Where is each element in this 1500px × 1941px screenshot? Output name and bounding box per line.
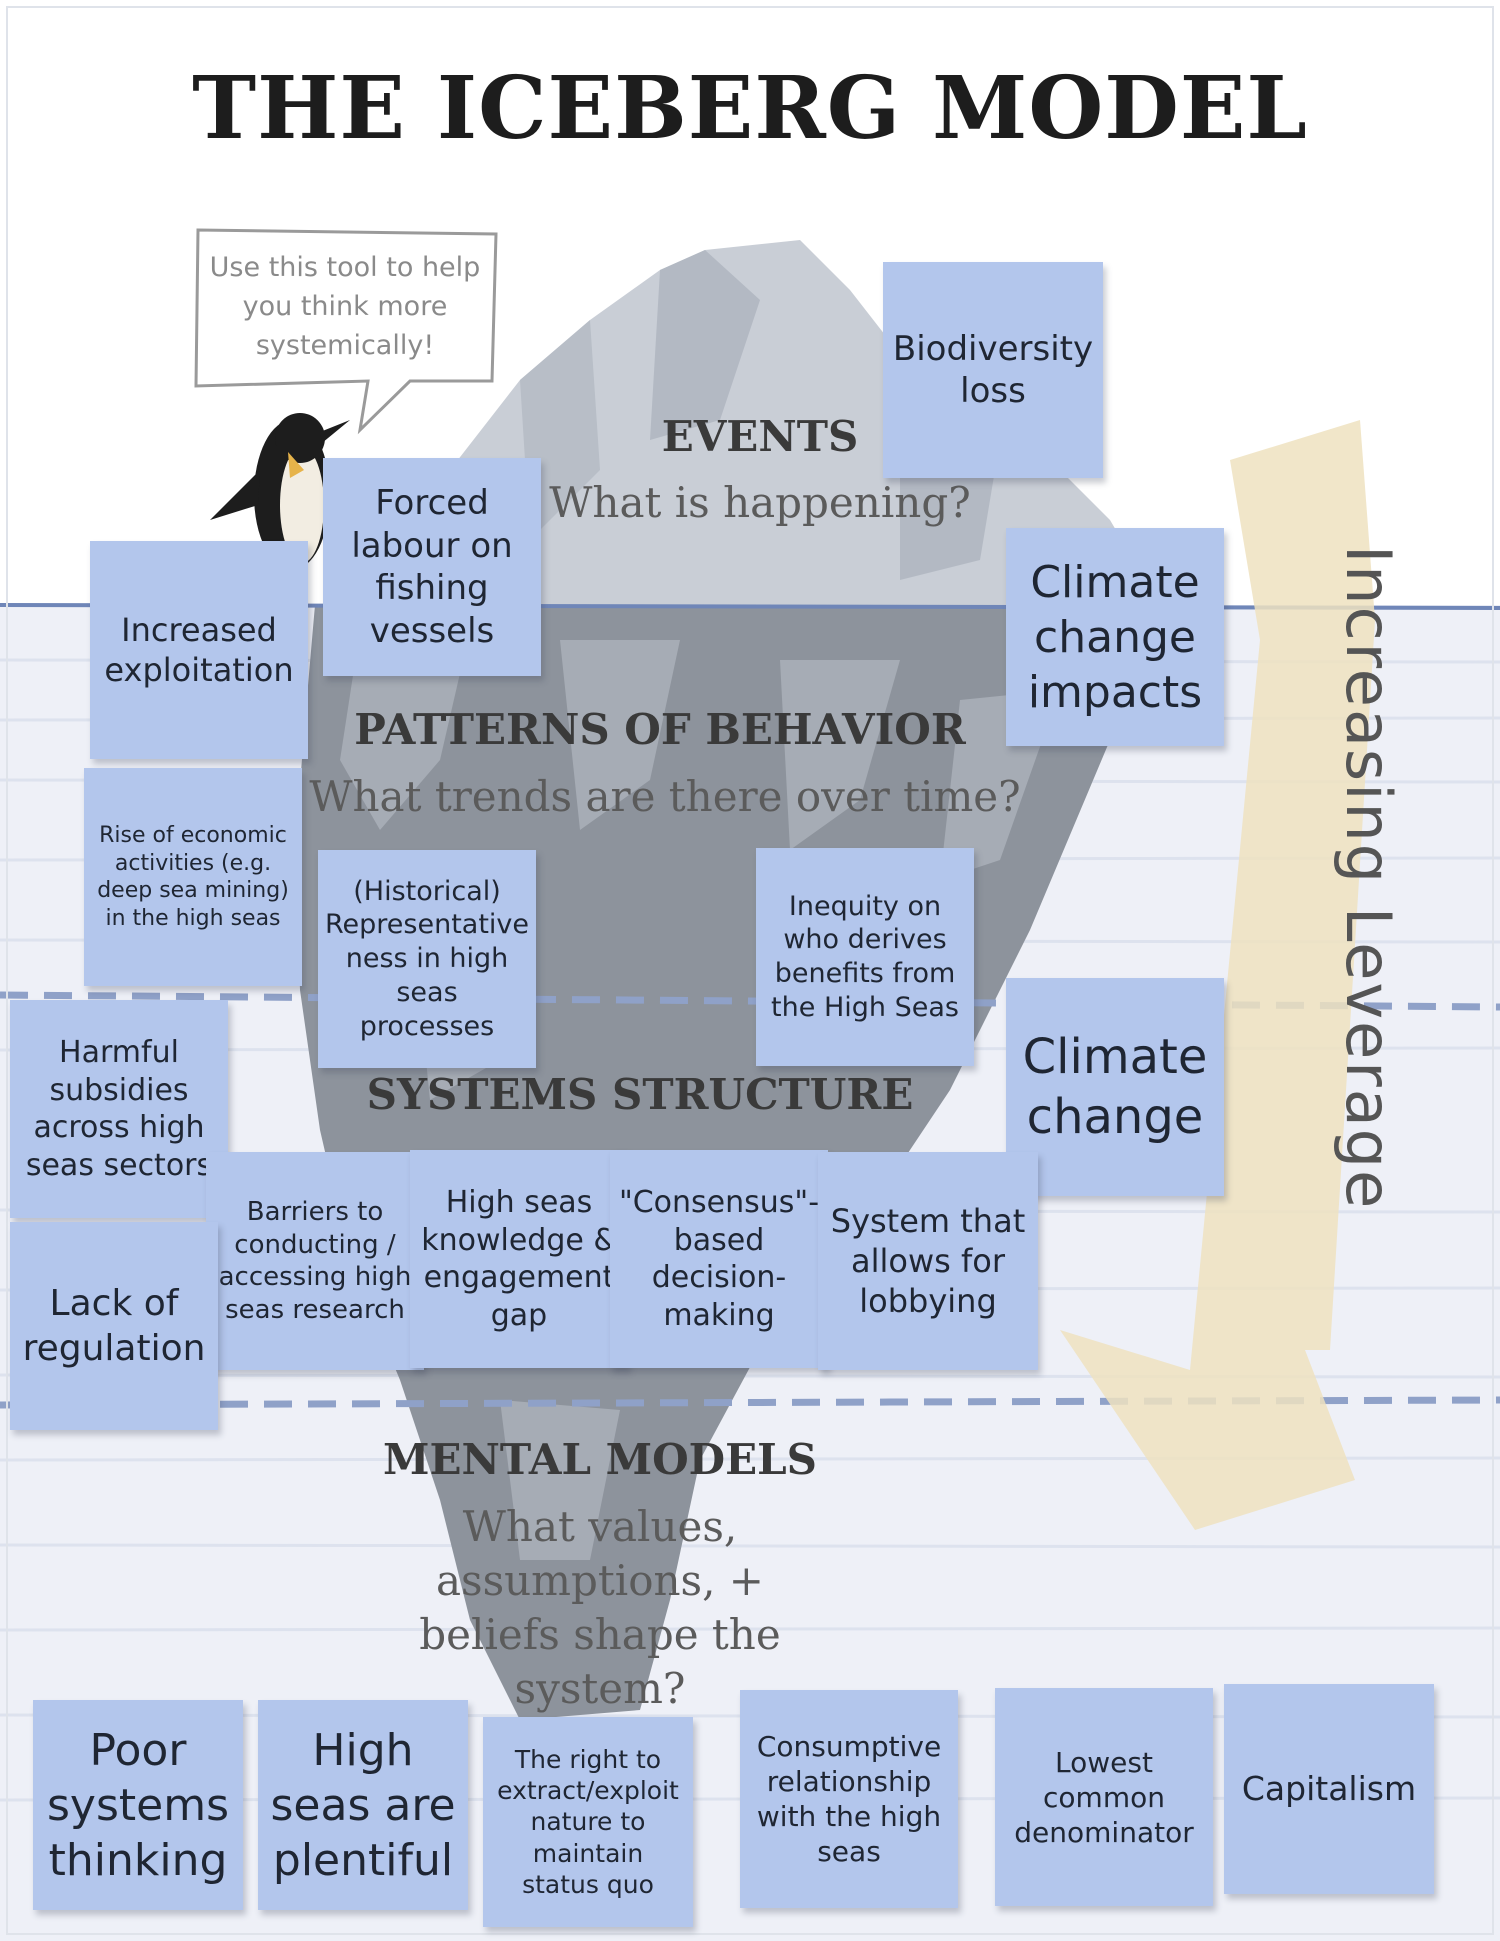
sticky-note: "Consensus"-based decision-making <box>610 1150 828 1368</box>
heading-patterns: PATTERNS OF BEHAVIOR <box>354 705 966 754</box>
sticky-note: (Historical) Representative ness in high… <box>318 850 536 1068</box>
sticky-note: Forced labour on fishing vessels <box>323 458 541 676</box>
sticky-note: The right to extract/exploit nature to m… <box>483 1717 693 1927</box>
speech-bubble-text: Use this tool to help you think more sys… <box>209 252 481 361</box>
sticky-note: Lack of regulation <box>10 1222 218 1430</box>
sticky-note: Capitalism <box>1224 1684 1434 1894</box>
sticky-note: Inequity on who derives benefits from th… <box>756 848 974 1066</box>
heading-mental-models: MENTAL MODELS <box>383 1435 817 1484</box>
sticky-note: Rise of economic activities (e.g. deep s… <box>84 768 302 986</box>
sticky-note: Poor systems thinking <box>33 1700 243 1910</box>
sticky-note: High seas are plentiful <box>258 1700 468 1910</box>
sticky-note: Lowest common denominator <box>995 1688 1213 1906</box>
heading-systems-structure: SYSTEMS STRUCTURE <box>366 1070 914 1119</box>
question-mental-models: What values, assumptions, + beliefs shap… <box>419 1502 781 1713</box>
question-patterns: What trends are there over time? <box>309 772 1021 821</box>
leverage-arrow <box>1060 420 1375 1530</box>
heading-events: EVENTS <box>661 412 859 461</box>
question-events: What is happening? <box>549 478 971 527</box>
sticky-note: High seas knowledge & engagement gap <box>410 1150 628 1368</box>
sticky-note: Consumptive relationship with the high s… <box>740 1690 958 1908</box>
sticky-note: Barriers to conducting / accessing high … <box>206 1152 424 1370</box>
sticky-note: Harmful subsidies across high seas secto… <box>10 1000 228 1218</box>
leverage-label: Increasing Leverage <box>1332 545 1405 1211</box>
page-title: THE ICEBERG MODEL <box>192 58 1308 159</box>
penguin-icon <box>210 413 350 570</box>
sticky-note: Climate change impacts <box>1006 528 1224 746</box>
sticky-note: System that allows for lobbying <box>818 1152 1038 1370</box>
speech-bubble <box>194 228 498 435</box>
sticky-note: Biodiversity loss <box>883 262 1103 478</box>
sticky-note: Climate change <box>1006 978 1224 1196</box>
sticky-note: Increased exploitation <box>90 541 308 759</box>
